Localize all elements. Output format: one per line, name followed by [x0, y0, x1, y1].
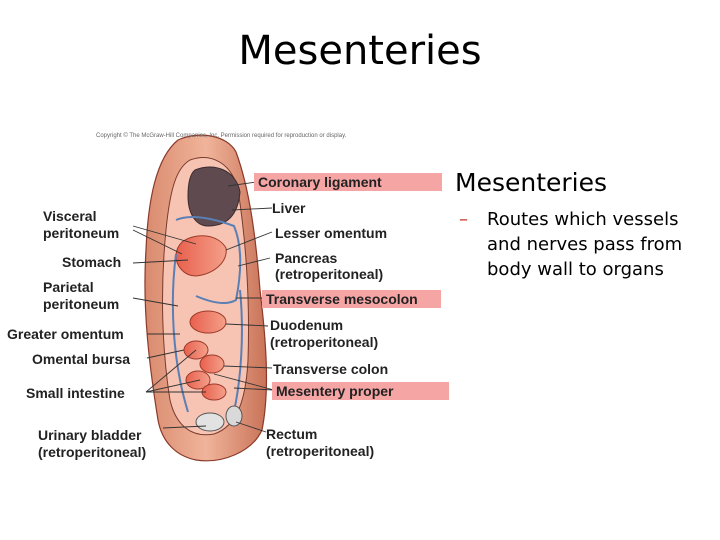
label-mesentery-proper: Mesentery proper — [272, 382, 449, 400]
label-parietal-peritoneum: Parietal — [43, 279, 94, 295]
label-urinary-bladder: Urinary bladder — [38, 427, 142, 443]
label-visceral-peritoneum-2: peritoneum — [43, 225, 120, 241]
label-visceral-peritoneum: Visceral — [43, 208, 97, 224]
label-transverse-colon: Transverse colon — [273, 361, 389, 377]
label-pancreas: Pancreas — [275, 250, 338, 266]
label-lesser-omentum: Lesser omentum — [275, 225, 388, 241]
label-parietal-peritoneum-2: peritoneum — [43, 296, 120, 312]
label-omental-bursa: Omental bursa — [32, 351, 131, 367]
label-transverse-mesocolon: Transverse mesocolon — [262, 290, 441, 308]
label-duodenum-note: (retroperitoneal) — [270, 334, 379, 350]
bullet-sub-item: – Routes which vessels and nerves pass f… — [455, 207, 715, 282]
label-duodenum: Duodenum — [270, 317, 344, 333]
label-rectum-note: (retroperitoneal) — [266, 443, 375, 459]
slide-title: Mesenteries — [238, 28, 482, 74]
torso-illustration — [132, 134, 275, 462]
bullet-sub-text: Routes which vessels and nerves pass fro… — [487, 209, 683, 280]
label-rectum: Rectum — [266, 426, 318, 442]
label-pancreas-note: (retroperitoneal) — [275, 266, 384, 282]
label-small-intestine: Small intestine — [26, 385, 125, 401]
copyright-note: Copyright © The McGraw-Hill Companies, I… — [96, 133, 347, 139]
bullet-main: Mesenteries — [455, 168, 608, 197]
label-greater-omentum: Greater omentum — [7, 326, 124, 342]
bullet-list: Mesenteries – Routes which vessels and n… — [455, 168, 715, 282]
mesenteries-diagram: Copyright © The McGraw-Hill Companies, I… — [0, 130, 450, 470]
bullet-dash: – — [459, 209, 468, 230]
label-coronary-ligament: Coronary ligament — [254, 173, 442, 191]
label-liver: Liver — [272, 200, 306, 216]
label-stomach: Stomach — [62, 254, 122, 270]
label-urinary-bladder-note: (retroperitoneal) — [38, 444, 147, 460]
